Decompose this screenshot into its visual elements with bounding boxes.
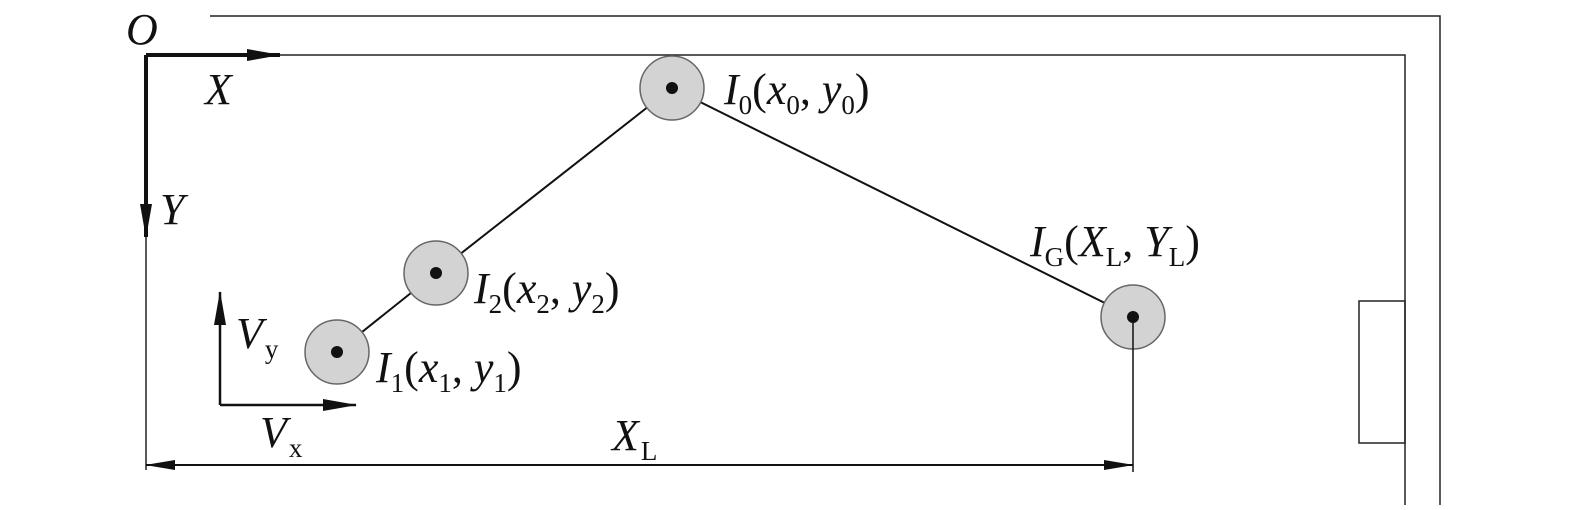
trajectory-path bbox=[336, 86, 1134, 353]
x-axis-label: X bbox=[203, 65, 234, 114]
vy-label: Vy bbox=[236, 309, 279, 364]
goal-box bbox=[1358, 300, 1406, 444]
label-i0: I0(x0, y0) bbox=[723, 65, 870, 120]
label-i1: I1(x1, y1) bbox=[375, 343, 522, 398]
y-axis-label: Y bbox=[160, 185, 189, 234]
ball-i2 bbox=[403, 240, 469, 306]
vx-label: Vx bbox=[260, 408, 303, 463]
label-i2: I2(x2, y2) bbox=[473, 264, 620, 319]
origin-label: O bbox=[126, 5, 158, 54]
dimension-label: XL bbox=[610, 411, 657, 466]
label-ig: IG(XL, YL) bbox=[1029, 217, 1200, 272]
ball-i1 bbox=[304, 319, 370, 385]
ball-i0 bbox=[639, 55, 705, 121]
